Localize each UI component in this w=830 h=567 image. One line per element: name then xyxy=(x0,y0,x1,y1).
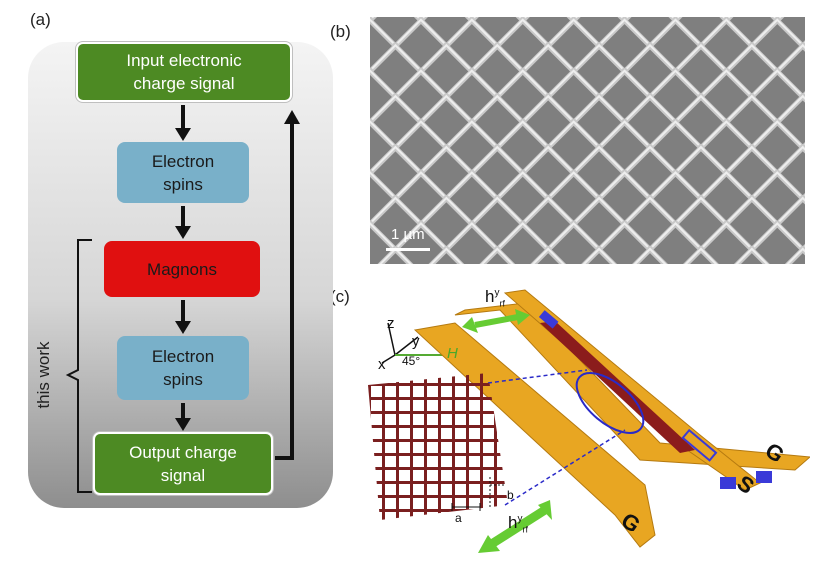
electron-spins-box-bottom: Electron spins xyxy=(117,336,249,400)
dimension-marks xyxy=(451,477,505,511)
h-rf-bottom-label: hyrf xyxy=(508,513,528,535)
zoom-line-bottom xyxy=(504,429,626,506)
contact-pad-top xyxy=(538,310,559,329)
yig-bar xyxy=(540,321,695,453)
this-work-label: this work xyxy=(34,341,53,409)
dimension-b-label: b xyxy=(507,488,514,502)
panel-label-b: (b) xyxy=(330,22,351,41)
zoom-ellipse xyxy=(575,372,645,434)
sem-lattice xyxy=(370,17,805,264)
feedback-arrow xyxy=(275,110,300,460)
magnons-box: Magnons xyxy=(104,241,260,297)
panel-label-c: (c) xyxy=(330,287,350,306)
down-arrow xyxy=(175,105,191,141)
scale-bar xyxy=(386,248,430,251)
sem-micrograph xyxy=(370,17,805,264)
down-arrow xyxy=(175,300,191,334)
angle-label: 45° xyxy=(402,354,421,368)
magnonic-crystal-grid xyxy=(368,373,508,520)
down-arrow xyxy=(175,206,191,239)
h-rf-top-label: hyrf xyxy=(485,287,505,309)
down-arrow xyxy=(175,403,191,431)
axis-z-label: z xyxy=(387,315,395,332)
flowchart-connectors xyxy=(65,105,300,493)
axis-y-label: y xyxy=(412,333,420,350)
device-schematic xyxy=(368,289,810,553)
scale-bar-label: 1 µm xyxy=(391,226,425,243)
ground-electrode-back xyxy=(454,302,810,471)
field-label: H xyxy=(447,345,458,362)
zoom-line-top xyxy=(487,369,588,384)
input-charge-signal-box: Input electronic charge signal xyxy=(76,42,292,102)
axis-x-label: x xyxy=(378,356,386,373)
contact-outline xyxy=(681,428,718,462)
panel-label-a: (a) xyxy=(30,10,51,29)
h-rf-arrow-bottom xyxy=(478,500,552,553)
this-work-bracket xyxy=(65,239,92,493)
electron-spins-box-top: Electron spins xyxy=(117,142,249,203)
contact-pad-bottom xyxy=(720,477,736,489)
dimension-a-label: a xyxy=(455,511,462,525)
h-rf-arrow-top xyxy=(462,309,530,333)
contact-pad-right xyxy=(756,471,772,483)
output-charge-signal-box: Output charge signal xyxy=(93,432,273,495)
